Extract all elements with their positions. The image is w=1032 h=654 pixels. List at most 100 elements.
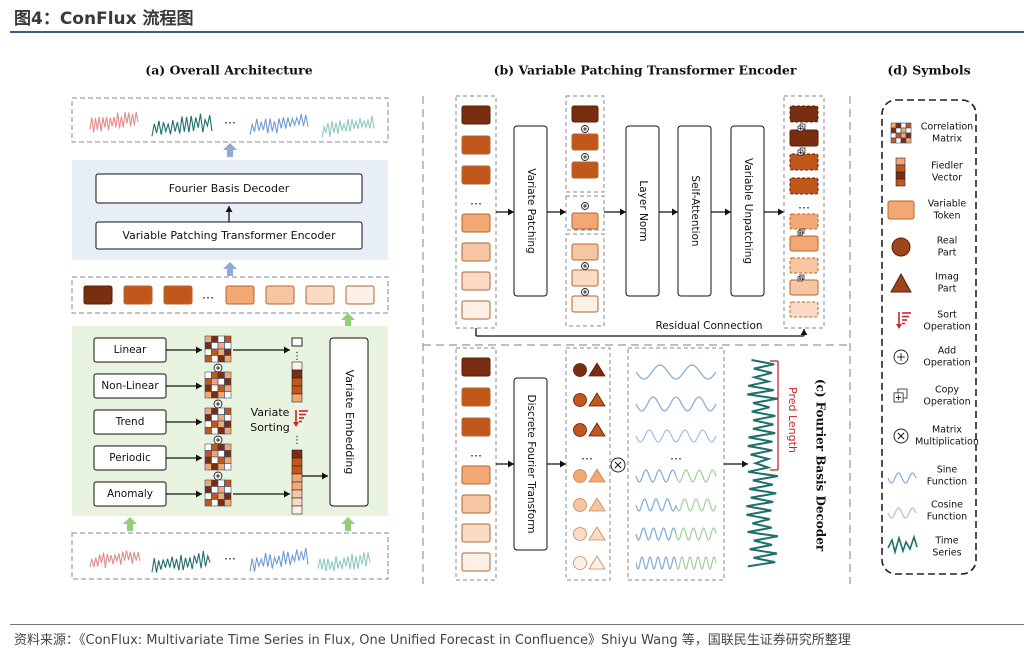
patch-group [565,195,605,231]
fiedler-cell [291,361,303,371]
encoder-output-tokens [783,95,825,329]
matrix-cell [217,492,225,500]
input-arrow-head [196,454,202,462]
variable-token [461,465,491,485]
symbol-label: Matrix [932,134,962,145]
flow-arrow-head [742,460,748,468]
up-arrow-green [341,313,355,320]
matrix-cell [224,443,232,451]
matrix-cell [224,355,232,363]
flow-arrow-head [778,208,784,216]
up-arrow-green [123,517,137,524]
symbol-time-series [887,534,918,556]
variable-token [789,213,819,230]
variable-token [305,285,335,305]
variable-token [83,285,113,305]
title-divider [10,31,1024,33]
symbol-sort-icon [896,324,902,329]
matrix-cell [204,479,212,487]
matrix-cell [217,342,225,350]
matrix-cell [224,371,232,379]
patching-box [513,125,548,297]
matrix-cell [211,384,219,392]
flow-arrow-head [725,208,731,216]
correlation-matrix [204,371,232,399]
matrix-arrow-head [284,490,290,498]
output-time-series [746,359,778,568]
matrix-cell [217,420,225,428]
matrix-cell [211,407,219,415]
matrix-cell [204,414,212,422]
matrix-cell [217,414,225,422]
matrix-cell [217,391,225,399]
symbol-label: Matrix [932,425,962,436]
fiedler-cell [291,505,303,515]
ellipsis: … [670,449,682,463]
symbol-real-part [891,237,911,257]
decoder-box [95,173,363,204]
symbol-multiply-icon [897,432,905,440]
symbol-fiedler-vector [895,157,906,166]
matrix-cell [204,486,212,494]
matrix-cell [224,427,232,435]
ellipsis: … [581,449,593,463]
real-part [573,363,587,377]
matrix-cell [211,479,219,487]
panel-a-title: (a) Overall Architecture [145,63,312,78]
output-series [89,111,139,133]
sine-function [635,498,677,512]
variable-token [163,285,193,305]
matrix-cell [224,499,232,507]
variable-token [789,129,819,147]
variable-token [571,105,599,123]
real-part [573,393,587,407]
layer-norm-label: Layer Norm [637,180,649,241]
matrix-cell [224,391,232,399]
output-series [151,113,213,137]
imag-part [588,497,606,512]
matrix-cell [224,486,232,494]
output-series [321,115,375,138]
matrix-cell [217,384,225,392]
input-label-periodic: Periodic [109,452,151,464]
sine-function [635,396,717,412]
matrix-cell [890,132,897,139]
matrix-cell [217,335,225,343]
fiedler-cell [291,449,303,459]
up-arrow-green [341,517,355,524]
matrix-cell [204,342,212,350]
encoder-label: Variable Patching Transformer Encoder [122,229,336,242]
symbol-label: Part [938,284,957,295]
input-series [89,550,141,569]
symbol-label: Fiedler [931,161,963,172]
matrix-cell [224,450,232,458]
matrix-cell [211,486,219,494]
ellipsis: … [470,446,482,460]
variable-token [461,494,491,514]
matrix-cell [204,384,212,392]
matrix-cell [217,407,225,415]
up-arrow-green [127,523,133,531]
variable-token [461,165,491,185]
matrix-cell [211,443,219,451]
symbol-label: Function [927,477,967,488]
input-label-trend: Trend [115,416,145,428]
symbol-label: Token [932,211,960,222]
to-embedding-arrow-head [322,472,328,480]
up-arrow-blue [227,149,233,157]
cosine-function [675,498,717,512]
figure-title: 图4：ConFlux 流程图 [14,9,194,29]
matrix-cell [211,463,219,471]
up-arrow-green [345,319,351,327]
matrix-cell [204,420,212,428]
matrix-cell [211,355,219,363]
symbol-variable-token [887,200,915,220]
fiedler-cell [291,457,303,467]
real-part [573,556,587,570]
symbol-imag-part [890,272,912,293]
flow-arrow-head [560,208,566,216]
symbol-label: Sine [937,465,958,476]
correlation-matrix [204,407,232,435]
variable-token [461,105,491,125]
symbol-label: Function [927,512,967,523]
